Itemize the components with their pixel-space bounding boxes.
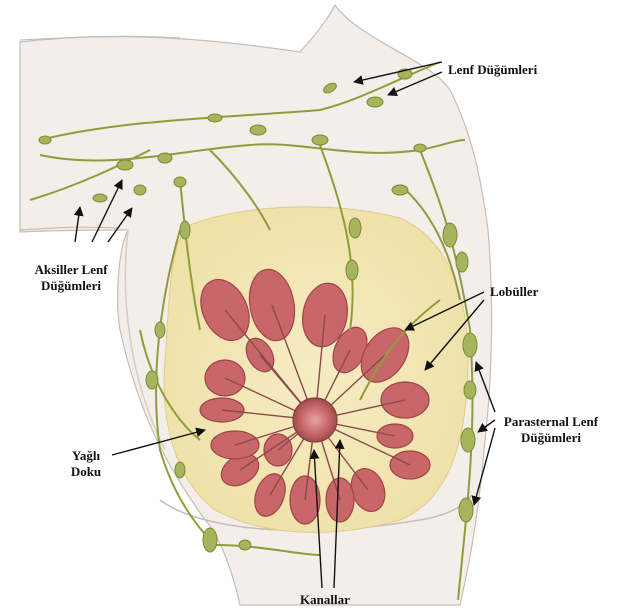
lymph-node	[456, 252, 468, 272]
label-parasternal-line2: Düğümleri	[490, 430, 612, 446]
lymph-node	[208, 114, 222, 122]
lymph-node	[180, 221, 190, 239]
lymph-node	[239, 540, 251, 550]
lymph-node	[392, 185, 408, 195]
label-lobuller: Lobüller	[490, 284, 538, 300]
lymph-node	[146, 371, 158, 389]
lymph-node	[155, 322, 165, 338]
lymph-node	[349, 218, 361, 238]
lymph-node	[367, 97, 383, 107]
label-aksiller-line2: Düğümleri	[6, 278, 136, 294]
lymph-node	[461, 428, 475, 452]
lymph-node	[312, 135, 328, 145]
lymph-node	[443, 223, 457, 247]
lymph-node	[203, 528, 217, 552]
lymph-node	[459, 498, 473, 522]
lymph-node	[464, 381, 476, 399]
lymph-node	[39, 136, 51, 144]
nipple	[293, 398, 337, 442]
lymph-node	[463, 333, 477, 357]
lymph-node	[117, 160, 133, 170]
label-lenf-dugumleri: Lenf Düğümleri	[448, 62, 537, 78]
label-yagli-line2: Doku	[58, 464, 114, 480]
lymph-node	[250, 125, 266, 135]
label-parasternal-line1: Parasternal Lenf	[490, 414, 612, 430]
lymph-node	[175, 462, 185, 478]
lymph-node	[93, 194, 107, 202]
lymph-node	[414, 144, 426, 152]
label-yagli-doku: Yağlı Doku	[58, 448, 114, 480]
lymph-node	[134, 185, 146, 195]
lymph-node	[174, 177, 186, 187]
label-parasternal: Parasternal Lenf Düğümleri	[490, 414, 612, 446]
label-kanallar: Kanallar	[300, 592, 350, 608]
lymph-node	[346, 260, 358, 280]
label-aksiller-line1: Aksiller Lenf	[6, 262, 136, 278]
label-aksiller: Aksiller Lenf Düğümleri	[6, 262, 136, 294]
lymph-node	[158, 153, 172, 163]
label-yagli-line1: Yağlı	[58, 448, 114, 464]
